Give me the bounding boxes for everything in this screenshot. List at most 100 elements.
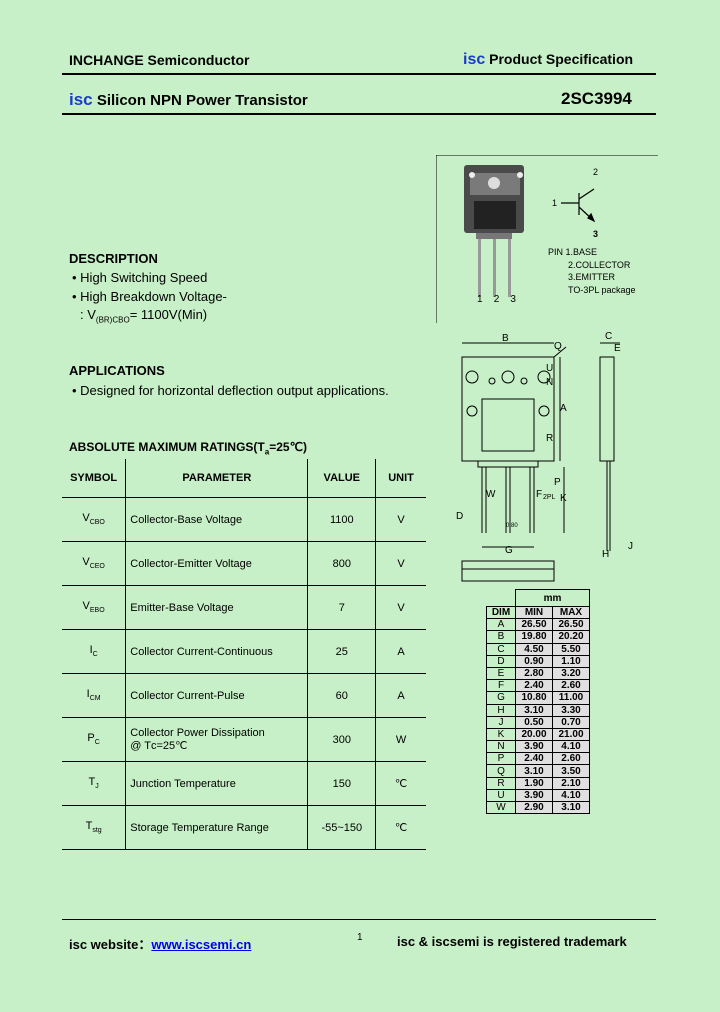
symbol-pin-2: 2 bbox=[593, 167, 599, 177]
dim-label-u: U bbox=[546, 363, 553, 374]
rating-unit: W bbox=[375, 717, 426, 762]
pin-number: 2 bbox=[493, 294, 500, 305]
dim-letter: U bbox=[486, 788, 516, 803]
description-item: • High Switching Speed bbox=[72, 270, 208, 285]
dim-label-p: P bbox=[554, 477, 561, 488]
rating-value: -55~150 bbox=[307, 805, 377, 850]
rating-value: 60 bbox=[307, 673, 377, 718]
rating-parameter: Collector-Base Voltage bbox=[125, 497, 308, 542]
package-photo-panel bbox=[436, 155, 658, 323]
dim-min: 0.50 bbox=[515, 715, 553, 729]
dim-max: 21.00 bbox=[552, 727, 590, 742]
application-item: • Designed for horizontal deflection out… bbox=[72, 383, 389, 398]
dim-max: 11.00 bbox=[552, 691, 590, 705]
ratings-heading-sub: a bbox=[264, 447, 270, 457]
dim-letter: R bbox=[486, 776, 516, 790]
rating-symbol: ICM bbox=[62, 673, 127, 718]
bv-suffix: = 1100V(Min) bbox=[129, 307, 208, 322]
dim-max: 4.10 bbox=[552, 788, 590, 803]
rating-unit: ℃ bbox=[375, 761, 426, 806]
pin-list: PIN 1.BASE 2.COLLECTOR 3.EMITTER TO-3PL … bbox=[548, 246, 636, 296]
dim-label-w: W bbox=[486, 489, 496, 500]
pin-number-labels: 1 2 3 bbox=[477, 294, 516, 305]
dim-letter: C bbox=[486, 642, 516, 656]
dim-label-080: 0.80 bbox=[506, 523, 518, 529]
dim-max: 20.20 bbox=[552, 630, 590, 644]
rating-symbol: TJ bbox=[62, 761, 127, 806]
rating-parameter: Collector Power Dissipation@ Tᴄ=25℃ bbox=[125, 717, 308, 762]
rating-unit: V bbox=[375, 497, 426, 542]
dim-unit: mm bbox=[515, 589, 590, 607]
dim-label-d: D bbox=[456, 511, 463, 522]
lead-3 bbox=[508, 239, 511, 297]
rating-unit: V bbox=[375, 541, 426, 586]
dim-label-2pl: 2PL bbox=[543, 494, 556, 501]
ratings-heading-prefix: ABSOLUTE MAXIMUM RATINGS(T bbox=[69, 440, 265, 454]
dim-min: 2.40 bbox=[515, 679, 553, 693]
dim-letter: E bbox=[486, 666, 516, 681]
pin-number: 3 bbox=[510, 294, 516, 305]
dim-min: 1.90 bbox=[515, 776, 553, 790]
dim-label-k: K bbox=[560, 493, 567, 504]
rating-symbol: VCBO bbox=[62, 497, 127, 542]
bv-subscript: (BR)CBO bbox=[95, 315, 130, 325]
symbol-pin-1: 1 bbox=[552, 198, 558, 208]
dim-max: 2.60 bbox=[552, 752, 590, 766]
isc-logo-title: isc bbox=[69, 90, 93, 109]
dim-label-n: N bbox=[546, 377, 553, 388]
website-link[interactable]: www.iscsemi.cn bbox=[151, 937, 252, 952]
rating-value: 7 bbox=[307, 585, 377, 630]
rating-symbol: VEBO bbox=[62, 585, 127, 630]
lead-2 bbox=[493, 239, 496, 297]
rating-parameter: Storage Temperature Range bbox=[125, 805, 308, 850]
dim-letter: N bbox=[486, 740, 516, 754]
dim-letter: H bbox=[486, 703, 516, 717]
dim-min: 3.90 bbox=[515, 740, 553, 754]
dim-unit-row: mm bbox=[486, 589, 590, 607]
dim-label-f: F bbox=[536, 489, 542, 500]
rating-parameter: Collector Current-Pulse bbox=[125, 673, 308, 718]
drawing-side-view bbox=[599, 356, 615, 462]
dim-max: 3.30 bbox=[552, 703, 590, 717]
dim-max: 5.50 bbox=[552, 642, 590, 656]
applications-heading: APPLICATIONS bbox=[69, 363, 165, 378]
dim-unit-spacer bbox=[486, 589, 516, 607]
pin-number: 1 bbox=[477, 294, 483, 305]
rating-value: 25 bbox=[307, 629, 377, 674]
dim-min: 2.80 bbox=[515, 666, 553, 681]
rating-value: 1100 bbox=[307, 497, 377, 542]
dim-min: 3.10 bbox=[515, 703, 553, 717]
footer-rule bbox=[62, 919, 656, 920]
dim-max: 3.50 bbox=[552, 764, 590, 778]
pin-item: 2.COLLECTOR bbox=[568, 259, 631, 270]
dim-col-min: MIN bbox=[515, 605, 553, 620]
rating-symbol: IC bbox=[62, 629, 127, 674]
rating-symbol: VCEO bbox=[62, 541, 127, 586]
dim-letter: F bbox=[486, 679, 516, 693]
dim-label-g: G bbox=[505, 545, 513, 556]
description-heading: DESCRIPTION bbox=[69, 251, 158, 266]
dim-min: 0.90 bbox=[515, 654, 553, 668]
breakdown-voltage: : V(BR)CBO= 1100V(Min) bbox=[80, 307, 207, 325]
dim-label-j: J bbox=[628, 541, 633, 552]
rating-unit: ℃ bbox=[375, 805, 426, 850]
dim-min: 3.10 bbox=[515, 764, 553, 778]
rating-value: 800 bbox=[307, 541, 377, 586]
dim-min: 3.90 bbox=[515, 788, 553, 803]
spec-label: Product Specification bbox=[489, 51, 634, 67]
outline-drawing: B Q C E U N A R P W F 2PL K D 0.80 G H J bbox=[456, 331, 633, 582]
dim-max: 1.10 bbox=[552, 654, 590, 668]
company-name: INCHANGE Semiconductor bbox=[69, 52, 250, 68]
